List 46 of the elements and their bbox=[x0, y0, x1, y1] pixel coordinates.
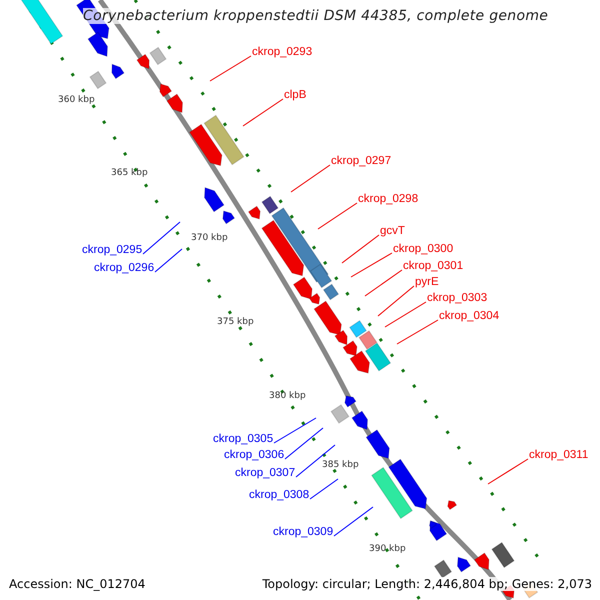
leader-line bbox=[210, 56, 252, 82]
gene-label: ckrop_0309 bbox=[273, 526, 334, 539]
gene-label: ckrop_0298 bbox=[358, 193, 418, 206]
leader-line bbox=[290, 164, 330, 192]
info-text: Topology: circular; Length: 2,446,804 bp; Genes: 2,073 bbox=[262, 577, 592, 591]
leader-line bbox=[242, 98, 284, 126]
gene-label: ckrop_0303 bbox=[427, 292, 488, 305]
map-title: Corynebacterium kroppenstedtii DSM 44385, complete genome bbox=[83, 8, 548, 24]
gene-label: clpB bbox=[284, 89, 306, 102]
gene-label: ckrop_0300 bbox=[393, 243, 454, 256]
gene-label: ckrop_0307 bbox=[235, 467, 296, 480]
leader-line bbox=[334, 506, 374, 536]
leader-line bbox=[342, 234, 380, 264]
tick-label: 380 kbp bbox=[269, 391, 306, 401]
leader-line bbox=[154, 248, 182, 272]
gene-label: ckrop_0301 bbox=[403, 260, 464, 273]
gene-label: ckrop_0306 bbox=[224, 449, 284, 462]
leader-line bbox=[396, 320, 438, 344]
gene-label: ckrop_0296 bbox=[94, 262, 154, 275]
tick-label: 360 kbp bbox=[58, 95, 95, 105]
gene-label: ckrop_0305 bbox=[213, 433, 274, 446]
info-text: Accession: NC_012704 bbox=[9, 577, 146, 591]
gene-label: gcvT bbox=[380, 225, 405, 238]
gene-label: ckrop_0304 bbox=[439, 310, 500, 323]
leader-line bbox=[142, 222, 180, 254]
leader-line bbox=[378, 286, 414, 316]
leader-line bbox=[274, 418, 316, 444]
leader-line bbox=[310, 478, 338, 500]
tick-label: 365 kbp bbox=[111, 168, 148, 178]
leader-line bbox=[296, 444, 336, 478]
gene-label: pyrE bbox=[415, 276, 439, 289]
leader-line bbox=[284, 428, 324, 460]
gene-label: ckrop_0311 bbox=[529, 449, 588, 462]
tick-label: 385 kbp bbox=[322, 460, 359, 470]
leader-line bbox=[350, 252, 392, 278]
leader-line bbox=[488, 458, 528, 484]
leader-line bbox=[318, 202, 358, 230]
tick-label: 390 kbp bbox=[369, 544, 406, 554]
leader-line bbox=[364, 270, 402, 296]
tick-label: 370 kbp bbox=[191, 233, 228, 243]
gene-label: ckrop_0308 bbox=[249, 489, 310, 502]
gene-label: ckrop_0297 bbox=[331, 155, 392, 168]
tick-label: 375 kbp bbox=[217, 317, 254, 327]
gene-label: ckrop_0295 bbox=[82, 244, 142, 257]
gene-label: ckrop_0293 bbox=[252, 46, 312, 59]
leader-line bbox=[384, 302, 426, 328]
